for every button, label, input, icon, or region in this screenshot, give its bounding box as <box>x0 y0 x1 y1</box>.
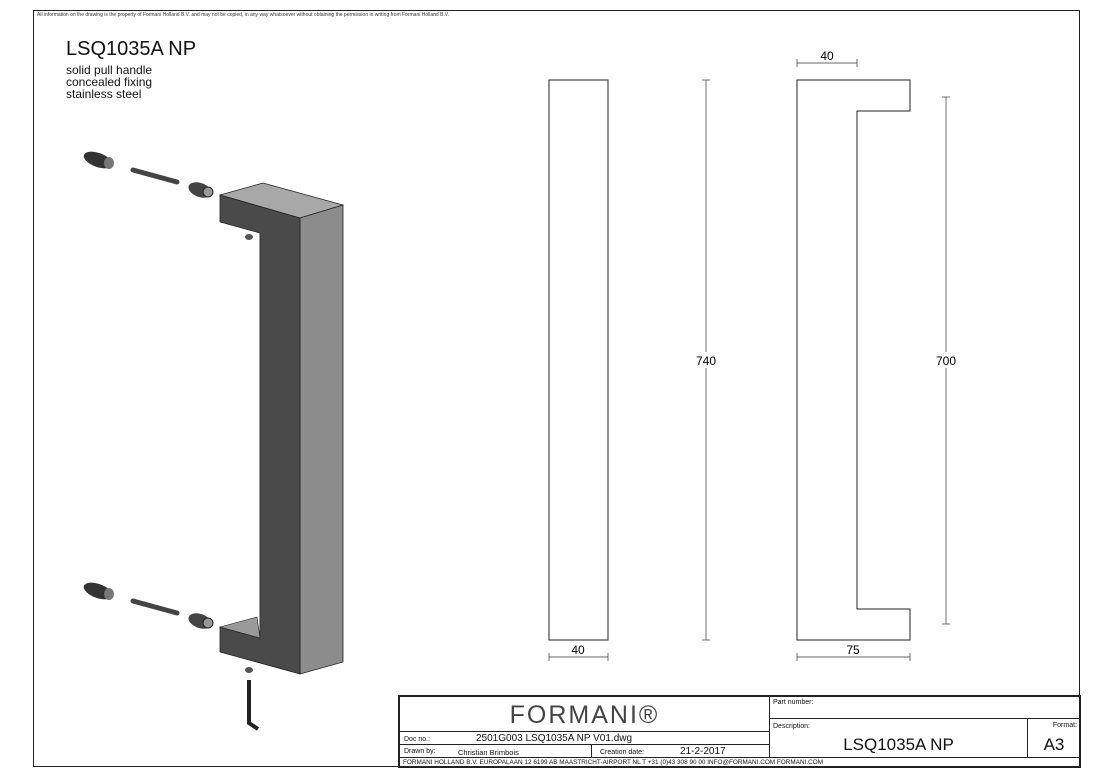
company-address: FORMANI HOLLAND B.V. EUROPALAAN 12 6199 … <box>403 759 824 766</box>
drawn-by-value: Christian Brimbois <box>458 748 519 757</box>
description-label: Description: <box>773 723 810 730</box>
description-cell: Description: LSQ1035A NP <box>769 718 1028 758</box>
copyright-notice: All information on the drawing is the pr… <box>37 12 450 18</box>
front-view <box>548 79 609 641</box>
doc-no-value: 2501G003 LSQ1035A NP V01.dwg <box>476 733 633 744</box>
footer-row: FORMANI HOLLAND B.V. EUROPALAAN 12 6199 … <box>399 757 1081 768</box>
fixing-parts-bottom <box>83 582 260 731</box>
format-label: Format: <box>1052 722 1077 729</box>
side-view <box>796 79 911 641</box>
doc-no-label: Doc no.: <box>404 736 431 743</box>
dim-75: 75 <box>846 643 860 657</box>
creation-date-value: 21-2-2017 <box>680 746 726 757</box>
dimension-lines <box>548 59 950 661</box>
drawing-frame <box>33 10 1080 767</box>
description-line: stainless steel <box>66 87 142 101</box>
logo-cell: FORMANI® <box>399 696 770 732</box>
dim-front-width: 40 <box>571 643 585 657</box>
description-value: LSQ1035A NP <box>843 735 954 754</box>
creation-date-label: Creation date: <box>600 749 644 756</box>
title-block: FORMANI® Doc no.: 2501G003 LSQ1035A NP V… <box>398 695 1081 768</box>
fixing-parts-top <box>83 151 253 240</box>
part-number-cell: Part number: <box>769 696 1081 719</box>
formani-logo: FORMANI® <box>509 701 660 729</box>
dim-side-top-width: 40 <box>820 49 834 63</box>
drawn-by-label: Drawn by: <box>404 748 436 755</box>
description-line: solid pull handle <box>66 63 153 77</box>
isometric-handle <box>218 182 345 675</box>
dim-740: 740 <box>696 354 716 368</box>
description-line: concealed fixing <box>66 75 153 89</box>
dim-700: 700 <box>936 354 956 368</box>
format-cell: Format: A3 <box>1027 718 1081 758</box>
drawing-title: LSQ1035A NP <box>66 38 197 60</box>
part-number-label: Part number: <box>773 699 814 706</box>
doc-no-row: Doc no.: 2501G003 LSQ1035A NP V01.dwg <box>399 731 770 745</box>
drawn-by-row: Drawn by: Christian Brimbois <box>399 744 592 758</box>
format-value: A3 <box>1043 735 1065 754</box>
creation-date-row: Creation date: 21-2-2017 <box>591 744 770 758</box>
